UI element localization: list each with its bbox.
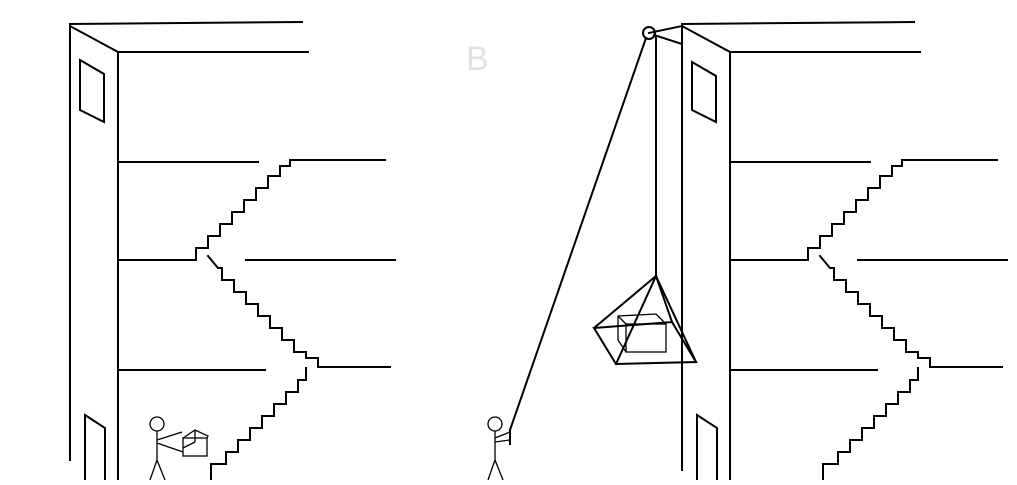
box-in-crate bbox=[617, 313, 667, 353]
door-right bbox=[696, 413, 718, 481]
pulley-system bbox=[508, 24, 684, 432]
building-wall-right bbox=[680, 20, 921, 481]
hanging-crate bbox=[592, 274, 698, 366]
panel-label: B bbox=[466, 40, 489, 78]
staircase-right-middle bbox=[818, 254, 931, 368]
pulley-wheel bbox=[642, 26, 656, 40]
person-head bbox=[149, 416, 165, 432]
person-pulling-rope bbox=[487, 416, 511, 481]
door-left bbox=[84, 413, 106, 481]
staircase-left-upper bbox=[195, 159, 291, 261]
person-head bbox=[487, 416, 503, 432]
floor-lines-right bbox=[729, 159, 1008, 371]
person-carrying-box bbox=[149, 416, 209, 481]
staircase-right-lower bbox=[822, 367, 919, 481]
scene-a-stair-carry bbox=[68, 20, 396, 481]
window-left bbox=[79, 58, 105, 124]
window-right bbox=[691, 60, 717, 124]
building-wall-left bbox=[68, 20, 309, 481]
floor-lines-left bbox=[117, 159, 396, 371]
scene-b-pulley-hoist bbox=[487, 20, 1008, 481]
staircase-left-middle bbox=[206, 254, 319, 368]
staircase-left-lower bbox=[210, 367, 307, 481]
box-carried bbox=[182, 429, 209, 457]
rope-pull-side bbox=[508, 36, 648, 432]
staircase-right-upper bbox=[807, 159, 903, 261]
